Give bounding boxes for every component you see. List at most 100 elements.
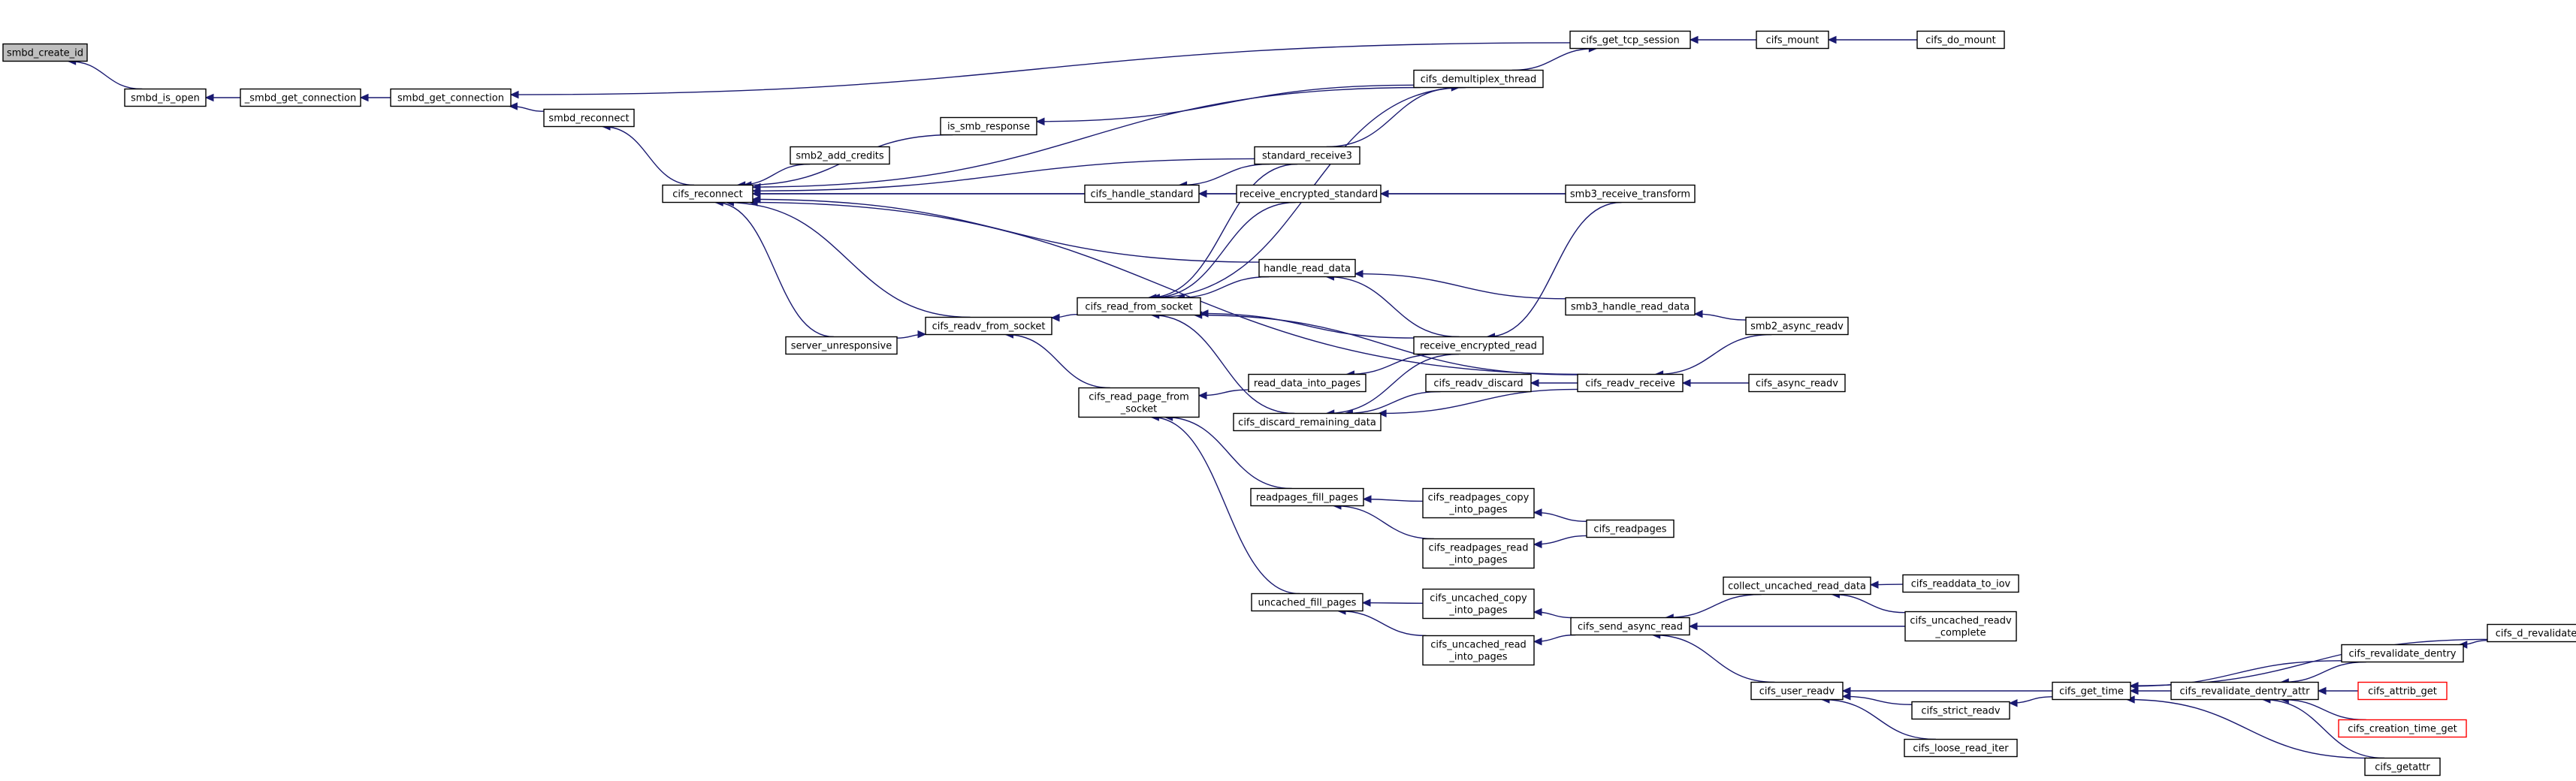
node-smbd-is-open[interactable]: smbd_is_open — [124, 88, 207, 107]
node-box[interactable] — [1236, 184, 1382, 204]
node-receive-encrypted-standard[interactable]: receive_encrypted_standard — [1236, 184, 1382, 204]
node-cifs-readdata-to-iov[interactable]: cifs_readdata_to_iov — [1902, 574, 2019, 593]
node-cifs-readv-from-socket[interactable]: cifs_readv_from_socket — [925, 316, 1052, 336]
node-cifs-readv-discard[interactable]: cifs_readv_discard — [1425, 373, 1532, 393]
node-box[interactable] — [1422, 588, 1535, 620]
node-cifs-reconnect[interactable]: cifs_reconnect — [662, 184, 753, 204]
node-cifs-send-async-read[interactable]: cifs_send_async_read — [1570, 617, 1690, 636]
node-box[interactable] — [790, 146, 890, 165]
node-cifs-strict-readv[interactable]: cifs_strict_readv — [1911, 701, 2010, 720]
node-box[interactable] — [2338, 719, 2467, 738]
node-box[interactable] — [1422, 487, 1535, 519]
node-cifs-uncached-copy-into-pages[interactable]: cifs_uncached_copy_into_pages — [1422, 588, 1535, 620]
node-cifs-discard-remaining-data[interactable]: cifs_discard_remaining_data — [1233, 412, 1382, 432]
node-box[interactable] — [1904, 738, 2018, 758]
node-cifs-read-from-socket[interactable]: cifs_read_from_socket — [1077, 297, 1201, 316]
node-box[interactable] — [543, 108, 635, 128]
node-cifs-creation-time-get[interactable]: cifs_creation_time_get — [2338, 719, 2467, 738]
node-box[interactable] — [240, 88, 361, 107]
node-uncached-fill-pages[interactable]: uncached_fill_pages — [1251, 593, 1363, 612]
node-box[interactable] — [1077, 297, 1201, 316]
node-cifs-uncached-read-into-pages[interactable]: cifs_uncached_read_into_pages — [1422, 635, 1535, 666]
node-box[interactable] — [1250, 487, 1364, 507]
node-cifs-uncached-readv-complete[interactable]: cifs_uncached_readv_complete — [1904, 611, 2017, 642]
node-box[interactable] — [1745, 316, 1849, 336]
node-cifs-read-page-from-socket[interactable]: cifs_read_page_from_socket — [1078, 387, 1200, 418]
node-smb3-handle-read-data[interactable]: smb3_handle_read_data — [1565, 297, 1696, 316]
node-box[interactable] — [1916, 30, 2005, 50]
node-cifs-mount[interactable]: cifs_mount — [1756, 30, 1829, 50]
node-box[interactable] — [1586, 519, 1675, 538]
node-cifs-readpages-read-into-pages[interactable]: cifs_readpages_read_into_pages — [1422, 538, 1535, 569]
node-server-unresponsive[interactable]: server_unresponsive — [785, 336, 898, 355]
node-box[interactable] — [785, 336, 898, 355]
node-cifs-d-revalidate[interactable]: cifs_d_revalidate — [2487, 623, 2576, 643]
node-cifs-loose-read-iter[interactable]: cifs_loose_read_iter — [1904, 738, 2018, 758]
node-box[interactable] — [1084, 184, 1200, 204]
node-cifs-readpages[interactable]: cifs_readpages — [1586, 519, 1675, 538]
node-is-smb-response[interactable]: is_smb_response — [940, 116, 1037, 136]
node-box[interactable] — [2487, 623, 2576, 643]
node-cifs-do-mount[interactable]: cifs_do_mount — [1916, 30, 2005, 50]
node-box[interactable] — [1248, 373, 1367, 393]
node-box[interactable] — [2052, 681, 2131, 701]
node-box[interactable] — [2357, 681, 2448, 701]
node-box[interactable] — [1425, 373, 1532, 393]
node-box[interactable] — [1254, 146, 1360, 165]
node-box[interactable] — [1422, 538, 1535, 569]
node-smb3-receive-transform[interactable]: smb3_receive_transform — [1565, 184, 1696, 204]
node-cifs-attrib-get[interactable]: cifs_attrib_get — [2357, 681, 2448, 701]
node-box[interactable] — [1251, 593, 1363, 612]
node-cifs-get-time[interactable]: cifs_get_time — [2052, 681, 2131, 701]
node-box[interactable] — [2341, 644, 2464, 663]
node-box[interactable] — [1413, 336, 1544, 355]
node-handle-read-data[interactable]: handle_read_data — [1258, 258, 1356, 278]
node-standard-receive3[interactable]: standard_receive3 — [1254, 146, 1360, 165]
node-cifs-user-readv[interactable]: cifs_user_readv — [1750, 681, 1844, 701]
node-collect-uncached-read-data[interactable]: collect_uncached_read_data — [1723, 576, 1871, 596]
node-box[interactable] — [940, 116, 1037, 136]
node-smb2-async-readv[interactable]: smb2_async_readv — [1745, 316, 1849, 336]
node-box[interactable] — [1413, 69, 1544, 89]
node-smbd-reconnect[interactable]: smbd_reconnect — [543, 108, 635, 128]
node-cifs-readpages-copy-into-pages[interactable]: cifs_readpages_copy_into_pages — [1422, 487, 1535, 519]
node-cifs-revalidate-dentry[interactable]: cifs_revalidate_dentry — [2341, 644, 2464, 663]
node-box[interactable] — [1902, 574, 2019, 593]
node-box[interactable] — [390, 88, 512, 107]
node-box[interactable] — [925, 316, 1052, 336]
node-cifs-readv-receive[interactable]: cifs_readv_receive — [1577, 373, 1684, 393]
node-cifs-revalidate-dentry-attr[interactable]: cifs_revalidate_dentry_attr — [2170, 681, 2319, 701]
node-read-data-into-pages[interactable]: read_data_into_pages — [1248, 373, 1367, 393]
node-cifs-getattr[interactable]: cifs_getattr — [2364, 757, 2441, 776]
node-smb2-add-credits[interactable]: smb2_add_credits — [790, 146, 890, 165]
node-smbd-create-id[interactable]: smbd_create_id — [2, 43, 88, 62]
node-box[interactable] — [1748, 373, 1846, 393]
node-box[interactable] — [1570, 617, 1690, 636]
node-smbd-get-connection[interactable]: smbd_get_connection — [390, 88, 512, 107]
node-box[interactable] — [1258, 258, 1356, 278]
node-box[interactable] — [1565, 184, 1696, 204]
node-box[interactable] — [1569, 30, 1691, 50]
node-readpages-fill-pages[interactable]: readpages_fill_pages — [1250, 487, 1364, 507]
node-box[interactable] — [1565, 297, 1696, 316]
node-box[interactable] — [2364, 757, 2441, 776]
node--smbd-get-connection[interactable]: _smbd_get_connection — [240, 88, 361, 107]
node-cifs-demultiplex-thread[interactable]: cifs_demultiplex_thread — [1413, 69, 1544, 89]
node-box[interactable] — [662, 184, 753, 204]
node-cifs-get-tcp-session[interactable]: cifs_get_tcp_session — [1569, 30, 1691, 50]
node-cifs-async-readv[interactable]: cifs_async_readv — [1748, 373, 1846, 393]
node-box[interactable] — [1422, 635, 1535, 666]
node-box[interactable] — [1911, 701, 2010, 720]
node-box[interactable] — [1756, 30, 1829, 50]
node-box[interactable] — [2, 43, 88, 62]
node-receive-encrypted-read[interactable]: receive_encrypted_read — [1413, 336, 1544, 355]
node-box[interactable] — [124, 88, 207, 107]
node-cifs-handle-standard[interactable]: cifs_handle_standard — [1084, 184, 1200, 204]
node-box[interactable] — [2170, 681, 2319, 701]
node-box[interactable] — [1723, 576, 1871, 596]
node-box[interactable] — [1577, 373, 1684, 393]
node-box[interactable] — [1233, 412, 1382, 432]
node-box[interactable] — [1750, 681, 1844, 701]
node-box[interactable] — [1078, 387, 1200, 418]
node-box[interactable] — [1904, 611, 2017, 642]
